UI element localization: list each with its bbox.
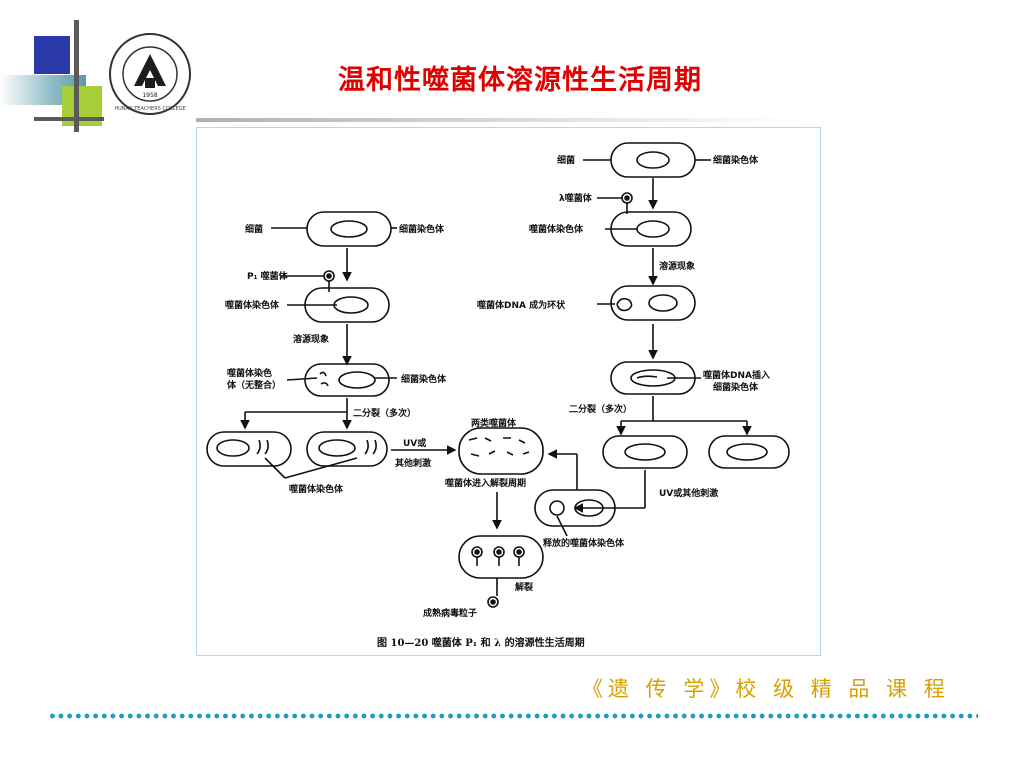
label-two-phages: 两类噬菌体 — [471, 417, 517, 429]
label-right-phage: λ噬菌体 — [559, 192, 593, 204]
bacterium-cell-right-3 — [610, 285, 696, 321]
label-left-bacterium: 细菌 — [245, 223, 263, 235]
lysogenic-cycle-figure: 细菌 细菌染色体 P₁ 噬菌体 噬菌体染色体 溶源现象 噬菌体染色 体（无整合）… — [196, 127, 821, 656]
bacterium-cell-center-2 — [458, 535, 544, 579]
bacterium-cell-right-1 — [610, 142, 696, 178]
label-right-dna-ring: 噬菌体DNA 成为环状 — [477, 299, 566, 311]
deco-vertical-bar — [74, 20, 79, 132]
label-uv-1: UV或 — [403, 437, 426, 449]
label-right-bacterium: 细菌 — [557, 154, 575, 166]
dotted-divider — [48, 711, 978, 721]
bacterium-cell-left-4a — [206, 431, 292, 467]
title-divider — [196, 118, 800, 122]
bacterium-cell-left-3 — [304, 363, 390, 397]
bacterium-cell-center-1 — [458, 427, 544, 475]
label-left-bacterial-chromosome: 细菌染色体 — [399, 223, 445, 235]
course-footer: 《遗 传 学》校 级 精 品 课 程 — [582, 677, 950, 701]
university-seal-logo: 1958 HUNAN TEACHERS COLLEGE — [109, 33, 191, 115]
label-right-binary-fission: 二分裂（多次） — [569, 403, 632, 415]
seal-year: 1958 — [142, 92, 157, 99]
chromosome-ellipse — [330, 220, 368, 238]
label-left-phage: P₁ 噬菌体 — [247, 270, 289, 282]
label-left-not-integrated-1: 噬菌体染色 — [227, 367, 272, 379]
label-lytic-cycle: 噬菌体进入解裂周期 — [445, 477, 526, 489]
label-mature-particles: 成熟病毒粒子 — [423, 607, 477, 619]
label-right-lysogeny: 溶源现象 — [659, 260, 695, 272]
bacterium-cell-right-5b — [708, 435, 790, 469]
label-right-phage-chromosome: 噬菌体染色体 — [529, 223, 584, 235]
label-right-insert-1: 噬菌体DNA插入 — [703, 369, 770, 381]
page-title: 温和性噬菌体溶源性生活周期 — [338, 65, 702, 96]
label-left-bacterial-chromosome-2: 细菌染色体 — [401, 373, 447, 385]
label-right-uv: UV或其他刺激 — [659, 487, 718, 499]
deco-horizontal-bar — [34, 117, 104, 121]
label-left-phage-chromosome-bottom: 噬菌体染色体 — [289, 483, 344, 495]
label-lysis: 解裂 — [515, 581, 533, 593]
label-right-released: 释放的噬菌体染色体 — [543, 537, 625, 549]
label-left-binary-fission: 二分裂（多次） — [353, 407, 416, 419]
bacterium-cell-right-6 — [534, 489, 616, 527]
label-uv-2: 其他刺激 — [395, 457, 431, 469]
label-right-insert-2: 细菌染色体 — [713, 381, 759, 393]
label-left-lysogeny: 溶源现象 — [293, 333, 329, 345]
bacterium-cell-left-1 — [306, 211, 392, 247]
bacterium-cell-right-5a — [602, 435, 688, 469]
figure-caption: 图 10—20 噬菌体 P₁ 和 λ 的溶源性生活周期 — [377, 636, 585, 649]
bacterium-cell-left-4b — [306, 431, 388, 467]
label-left-not-integrated-2: 体（无整合） — [227, 379, 281, 391]
deco-blue-square — [34, 36, 70, 74]
label-right-bacterial-chromosome: 细菌染色体 — [713, 154, 759, 166]
label-left-phage-chromosome: 噬菌体染色体 — [225, 299, 280, 311]
seal-ring-text: HUNAN TEACHERS COLLEGE — [114, 106, 185, 112]
